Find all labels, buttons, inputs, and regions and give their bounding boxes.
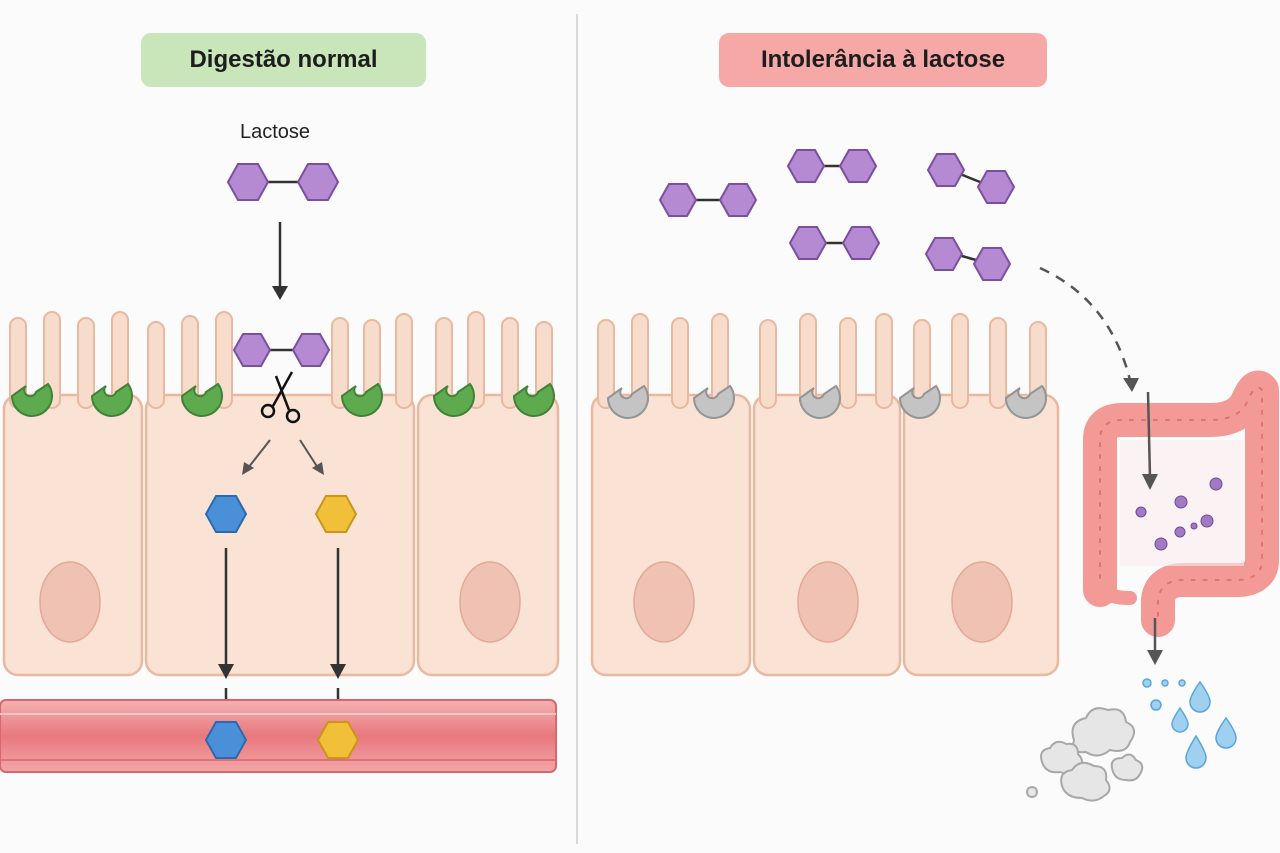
split-arrows xyxy=(242,439,324,475)
glucose-in-blood xyxy=(204,721,248,759)
cell-nucleus xyxy=(633,561,695,643)
output-arrow xyxy=(1147,618,1163,665)
intestinal-cells xyxy=(2,311,560,677)
galactose-molecule xyxy=(314,495,358,533)
lactose-molecule xyxy=(226,163,340,201)
lactose-intolerance-panel: Intolerância à lactose xyxy=(578,0,1280,853)
bacteria-dots xyxy=(1135,477,1223,551)
cell-nucleus xyxy=(39,561,101,643)
lactase-enzymes-inactive xyxy=(606,384,1047,419)
cell-nucleus xyxy=(951,561,1013,643)
scissors-icon xyxy=(260,371,301,424)
lactose-intolerance-illustration xyxy=(590,149,1279,802)
panel-divider xyxy=(576,14,578,844)
cell-nucleus xyxy=(797,561,859,643)
lactose-at-brush-border xyxy=(232,333,331,367)
lactase-enzymes-active xyxy=(10,382,555,417)
down-arrow xyxy=(272,222,288,300)
colon-arrow xyxy=(1142,391,1158,490)
panel-title-normal: Digestão normal xyxy=(141,33,426,87)
normal-digestion-panel: Digestão normal Lactose xyxy=(0,0,577,853)
dashed-arrow-to-colon xyxy=(1039,266,1139,392)
blood-vessel xyxy=(0,699,557,773)
undigested-lactose-molecules xyxy=(658,149,1016,281)
glucose-molecule xyxy=(204,495,248,533)
water-drop-icon xyxy=(1142,678,1237,769)
gas-cloud-icon xyxy=(1026,707,1144,802)
cell-nucleus xyxy=(459,561,521,643)
panel-title-intolerance: Intolerância à lactose xyxy=(719,33,1047,87)
galactose-in-blood xyxy=(316,721,360,759)
normal-digestion-illustration xyxy=(0,163,560,773)
lactose-label: Lactose xyxy=(240,121,311,143)
intestinal-cells-intolerance xyxy=(590,313,1060,677)
